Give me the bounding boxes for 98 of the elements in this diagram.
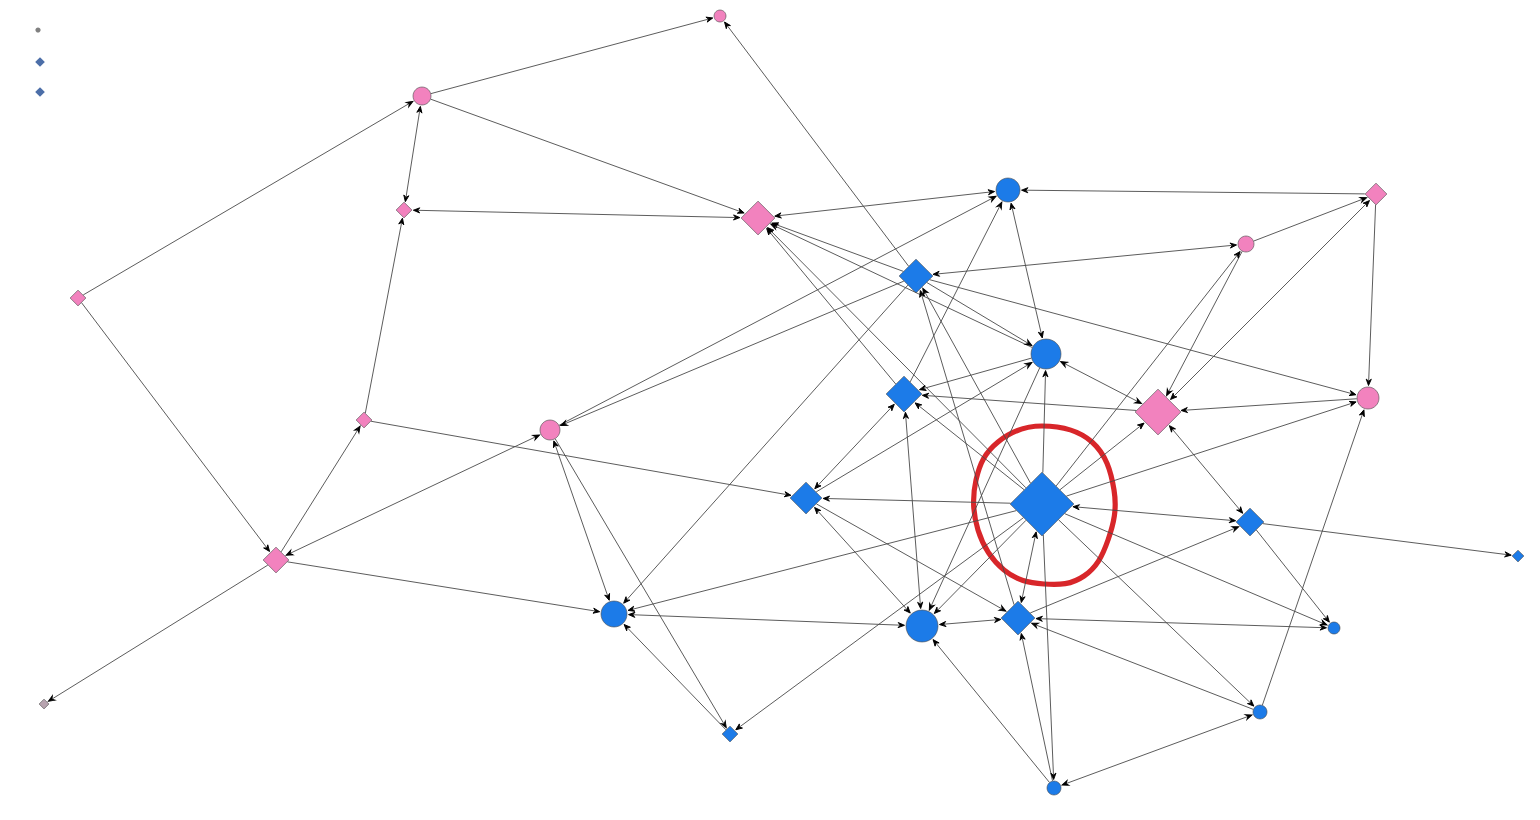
- arrow: [623, 624, 727, 731]
- arrow: [558, 195, 997, 426]
- arrow: [554, 438, 727, 729]
- arrow: [1021, 187, 1366, 195]
- circle-node: [1030, 338, 1062, 370]
- arrow: [909, 201, 1003, 383]
- arrow: [926, 282, 1033, 346]
- arrow: [815, 362, 1033, 493]
- arrow: [774, 189, 996, 219]
- arrow: [939, 616, 1002, 628]
- arrow: [1059, 422, 1145, 491]
- diamond-node: [38, 698, 50, 710]
- arrow: [1061, 714, 1253, 786]
- arrow: [1255, 529, 1330, 623]
- arrow: [553, 440, 611, 601]
- diamond-node: [69, 289, 87, 307]
- arrow: [1262, 523, 1512, 558]
- circle-node: [905, 609, 939, 643]
- arrow: [919, 357, 1032, 391]
- circle-node: [600, 600, 628, 628]
- arrow: [822, 495, 1011, 504]
- arrow: [914, 402, 1025, 491]
- arrow: [933, 519, 1027, 614]
- circle-node: [412, 86, 432, 106]
- arrow: [902, 411, 924, 609]
- arrow: [928, 367, 1041, 611]
- arrow: [1365, 204, 1377, 386]
- arrow: [932, 639, 1050, 783]
- arrow: [1019, 531, 1038, 603]
- arrow: [285, 434, 541, 556]
- arrow: [560, 280, 905, 426]
- arrow: [922, 287, 1031, 484]
- diamond-node: [789, 481, 823, 515]
- arrow: [1009, 202, 1044, 339]
- arrow: [403, 105, 423, 203]
- diamond-node: [1511, 549, 1525, 563]
- arrow: [1019, 633, 1053, 782]
- circle-node: [1356, 386, 1380, 410]
- arrow: [430, 98, 745, 214]
- arrow: [1060, 361, 1143, 404]
- arrow: [364, 217, 405, 414]
- arrow: [1055, 251, 1241, 487]
- arrow: [1170, 200, 1370, 400]
- arrow: [81, 302, 270, 552]
- diamond-node: [1235, 507, 1265, 537]
- arrow: [82, 100, 414, 296]
- diamond-node: [262, 546, 290, 574]
- arrow: [1065, 400, 1357, 497]
- arrow: [412, 207, 741, 221]
- arrow: [919, 290, 1015, 606]
- arrow: [1253, 197, 1368, 242]
- arrow: [724, 21, 910, 267]
- diamond-node: [1134, 388, 1182, 436]
- diamond-node: [885, 375, 923, 413]
- arrow: [627, 510, 1017, 612]
- circle-node: [1252, 704, 1268, 720]
- diamond-node: [395, 201, 413, 219]
- circle-node: [1237, 235, 1255, 253]
- arrow: [1168, 425, 1244, 514]
- arrow: [929, 279, 1357, 396]
- arrow: [287, 561, 601, 614]
- arrow: [1035, 615, 1327, 631]
- circle-node: [995, 177, 1021, 203]
- arrow: [814, 403, 895, 490]
- arrow: [628, 611, 905, 629]
- arrow: [770, 223, 1033, 348]
- arrow: [1166, 250, 1243, 397]
- arrow: [767, 227, 1027, 489]
- diamond-node: [1000, 600, 1036, 636]
- arrow: [1180, 398, 1358, 414]
- arrow: [1072, 504, 1237, 524]
- arrow: [1064, 513, 1328, 626]
- arrow: [1042, 534, 1057, 780]
- arrow: [430, 16, 714, 95]
- diamond-node: [355, 411, 373, 429]
- circle-node: [1046, 780, 1062, 796]
- arrow: [623, 284, 909, 604]
- arrow: [370, 420, 792, 498]
- arrow: [814, 507, 911, 614]
- arrow: [47, 564, 269, 702]
- diamond-node: [1364, 182, 1388, 206]
- arrow: [1261, 409, 1365, 706]
- diamond-node: [721, 725, 739, 743]
- diamond-node: [1009, 471, 1075, 537]
- diamond-node: [740, 200, 776, 236]
- arrow: [1029, 526, 1240, 614]
- arrow: [932, 242, 1237, 277]
- arrow: [280, 425, 361, 553]
- diamond-node: [898, 258, 934, 294]
- arrow: [771, 222, 904, 272]
- arrow: [921, 392, 1137, 411]
- circle-node: [539, 419, 561, 441]
- arrow: [1031, 622, 1254, 710]
- arrow: [815, 503, 1007, 612]
- arrow: [1058, 519, 1255, 707]
- arrow: [1042, 370, 1049, 473]
- arrow: [766, 227, 897, 385]
- arrow: [735, 517, 1024, 731]
